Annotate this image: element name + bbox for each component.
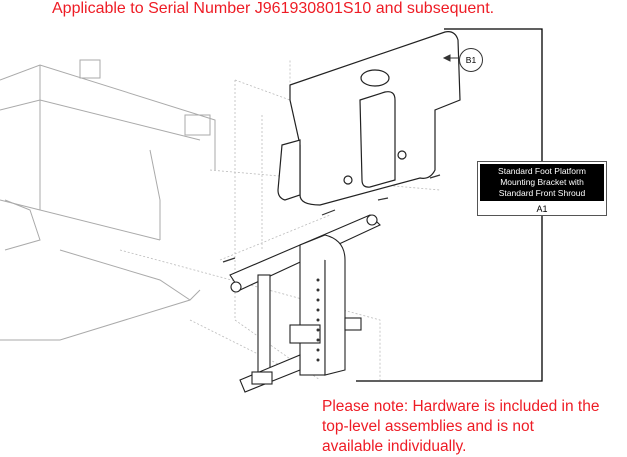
assembly-description-line: Standard Front Shroud: [498, 188, 586, 198]
hardware-note-line: top-level assemblies and is not: [322, 418, 534, 435]
hardware-note-line: Please note: Hardware is included in the: [322, 398, 600, 415]
alignment-guides: [119, 60, 441, 381]
assembly-description-line: Mounting Bracket with: [500, 177, 584, 187]
applicability-note: Applicable to Serial Number J961930801S1…: [52, 0, 495, 17]
callout-b1: B1: [459, 48, 483, 72]
assembly-description-line: Standard Foot Platform: [498, 166, 586, 176]
assembly-bracket-line: [356, 28, 543, 382]
base-frame: [0, 59, 216, 341]
assembly-description: Standard Foot Platform Mounting Bracket …: [480, 164, 604, 201]
mounting-bracket: [229, 214, 381, 393]
hardware-note: Please note: Hardware is included in the…: [322, 397, 627, 457]
callout-leader: [442, 54, 459, 62]
assembly-label: Standard Foot Platform Mounting Bracket …: [477, 161, 607, 216]
front-shroud: [277, 31, 461, 206]
hardware-note-line: available individually.: [322, 438, 467, 455]
assembly-code: A1: [536, 204, 548, 214]
adjustment-holes: [316, 278, 320, 362]
hardware-screws: [222, 174, 441, 263]
